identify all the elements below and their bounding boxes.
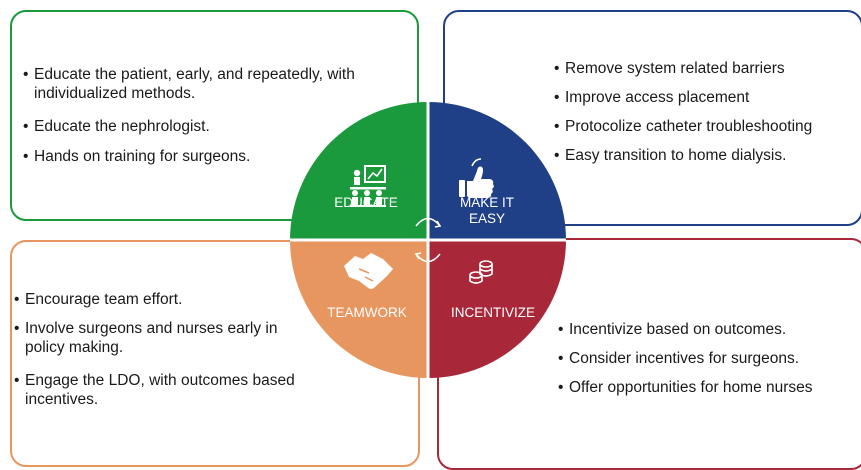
make-it-easy-label-line2: EASY	[469, 211, 505, 226]
educate-label: EDUCATE	[334, 195, 398, 210]
make-it-easy-bullet: Protocolize catheter troubleshooting	[554, 117, 854, 136]
teamwork-bullet: Engage the LDO, with outcomes based ince…	[14, 371, 314, 409]
teamwork-bullet-list: Encourage team effort. Involve surgeons …	[14, 290, 314, 419]
educate-bullet-list: Educate the patient, early, and repeated…	[23, 65, 363, 177]
classroom-icon	[350, 165, 386, 207]
make-it-easy-bullet: Improve access placement	[554, 88, 854, 107]
coins-icon	[469, 260, 493, 284]
cycle-arrows-icon	[414, 217, 442, 263]
make-it-easy-bullet: Easy transition to home dialysis.	[554, 146, 854, 165]
incentivize-bullet: Incentivize based on outcomes.	[558, 320, 858, 339]
educate-bullet: Hands on training for surgeons.	[23, 147, 363, 166]
incentivize-bullet-list: Incentivize based on outcomes. Consider …	[558, 320, 858, 407]
teamwork-bullet: Involve surgeons and nurses early in pol…	[14, 319, 314, 357]
teamwork-quadrant	[290, 240, 428, 378]
incentivize-label: INCENTIVIZE	[451, 305, 535, 320]
incentivize-quadrant	[428, 240, 566, 378]
teamwork-label: TEAMWORK	[327, 305, 407, 320]
incentivize-bullet: Consider incentives for surgeons.	[558, 349, 858, 368]
thumbs-up-icon	[459, 158, 494, 198]
make-it-easy-label-line1: MAKE IT	[460, 195, 514, 210]
educate-bullet: Educate the patient, early, and repeated…	[23, 65, 363, 103]
handshake-icon	[344, 253, 393, 289]
teamwork-bullet: Encourage team effort.	[14, 290, 314, 309]
incentivize-bullet: Offer opportunities for home nurses	[558, 378, 858, 397]
strategy-wheel: EDUCATE MAKE IT EASY TEAMWORK INCENTIVIZ…	[290, 102, 566, 378]
educate-bullet: Educate the nephrologist.	[23, 117, 363, 136]
make-it-easy-bullet-list: Remove system related barriers Improve a…	[554, 59, 854, 175]
make-it-easy-bullet: Remove system related barriers	[554, 59, 854, 78]
make-it-easy-quadrant	[428, 102, 566, 240]
